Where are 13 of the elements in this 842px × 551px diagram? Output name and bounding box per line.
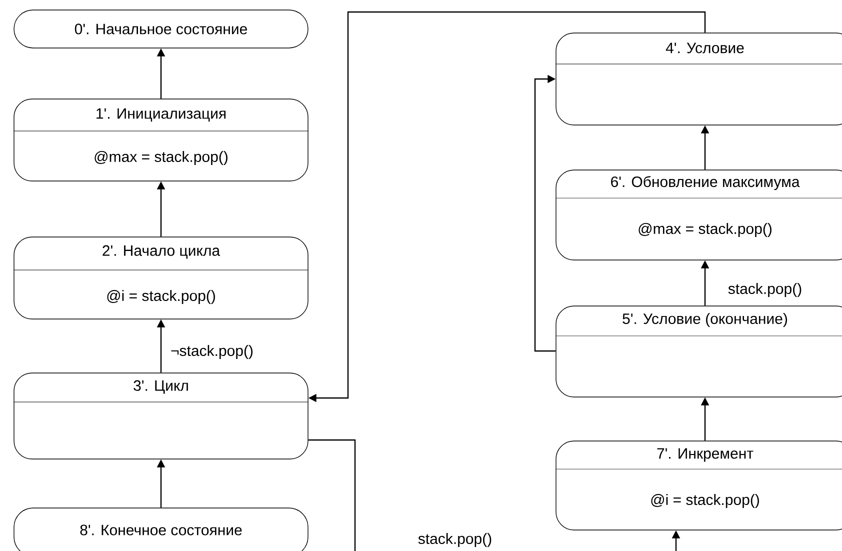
edge-label: stack.pop() (416, 532, 494, 548)
state-box: 4'. Условие (556, 32, 842, 126)
state-box: 8'. Конечное состояние (14, 508, 308, 551)
state-box: 6'. Обновление максимума @max = stack.pop() (556, 170, 842, 260)
state-box: 2'. Начало цикла @i = stack.pop() (14, 236, 308, 320)
state-box: 0'. Начальное состояние (14, 10, 308, 48)
arrow (534, 74, 556, 352)
edge-label: stack.pop() (726, 282, 804, 298)
edge-label: ¬stack.pop() (170, 344, 254, 360)
state-box: 7'. Инкремент @i = stack.pop() (556, 440, 842, 530)
state-box: 5'. Условие (окончание) (556, 306, 842, 398)
state-box: 1'. Инициализация @max = stack.pop() (14, 98, 308, 182)
state-box: 3'. Цикл (14, 372, 308, 460)
